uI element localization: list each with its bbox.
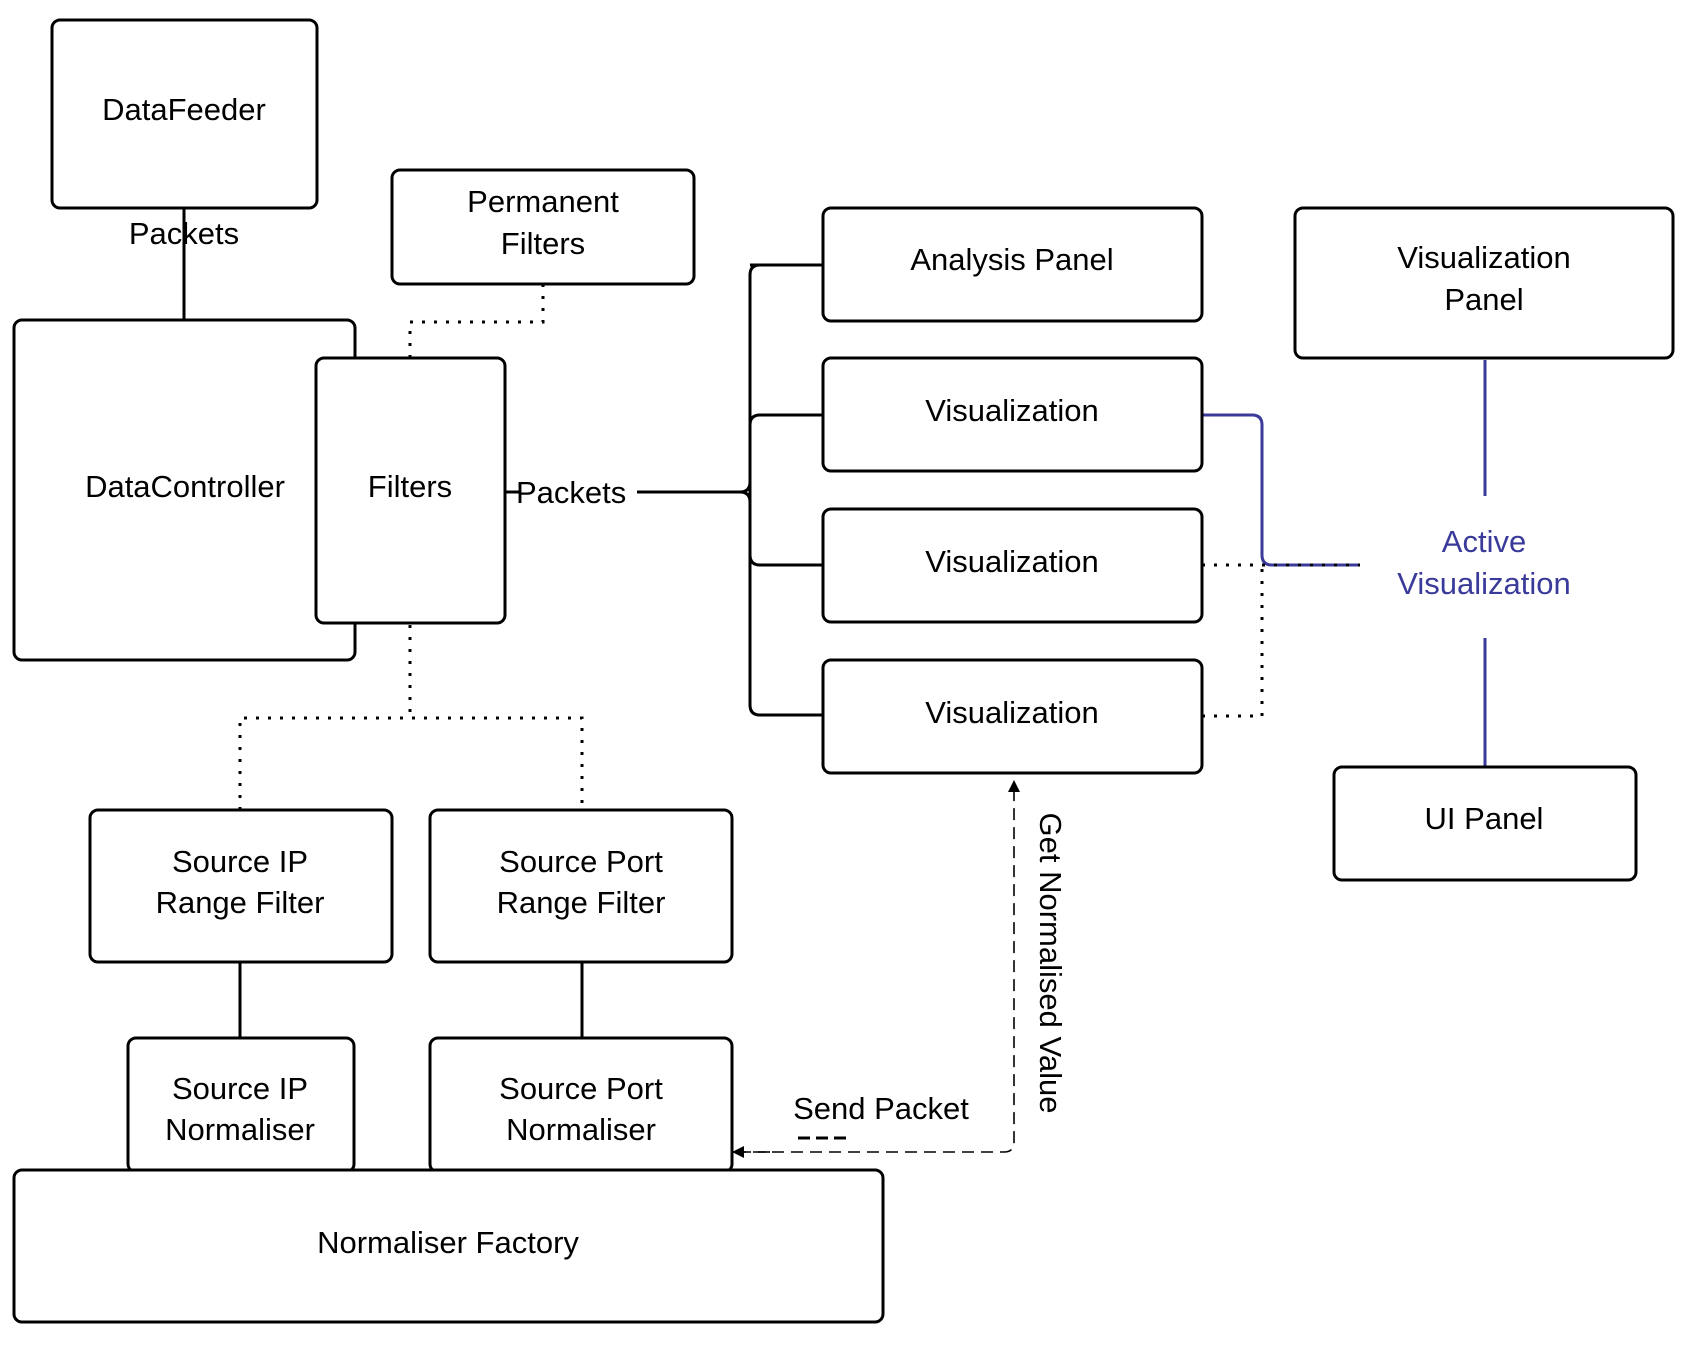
source-ip-range-filter-label-line1: Source IP: [172, 844, 308, 879]
edge-range-filters-branch: [238, 716, 584, 810]
visualization-1-box: [821, 356, 1204, 473]
visualization-1-label: Visualization: [925, 393, 1098, 428]
source-port-range-filter-label-line2: Range Filter: [497, 885, 666, 920]
feeder-packets-label: Packets: [129, 216, 239, 251]
normaliser-factory-box: [12, 1168, 885, 1324]
edge-active-visualization-dotted-2: [1202, 565, 1264, 718]
source-ip-normaliser-label-line1: Source IP: [172, 1071, 308, 1106]
visualization-3-label: Visualization: [925, 695, 1098, 730]
visualization-2-label: Visualization: [925, 544, 1098, 579]
send-packet-label: Send Packet: [793, 1091, 969, 1126]
edge-permanent-filters: [408, 284, 545, 358]
source-ip-normaliser-label-line2: Normaliser: [165, 1112, 315, 1147]
source-port-range-filter-box: [428, 808, 734, 964]
normaliser-factory-label: Normaliser Factory: [317, 1225, 579, 1260]
visualization-panel-box: [1293, 206, 1675, 360]
ui-panel-label: UI Panel: [1425, 801, 1544, 836]
output-bus: [739, 263, 823, 717]
filters-packets-label: Packets: [516, 475, 626, 510]
source-port-normaliser-label-line1: Source Port: [499, 1071, 663, 1106]
analysis-panel-box: [821, 206, 1204, 323]
permanent-filters-label-line1: Permanent: [467, 184, 619, 219]
source-port-normaliser-label-line2: Normaliser: [506, 1112, 656, 1147]
filters-label: Filters: [368, 469, 452, 504]
get-normalised-value-label: Get Normalised Value: [1033, 813, 1068, 1114]
data-controller-label: DataController: [85, 469, 285, 504]
active-visualization-label-line2: Visualization: [1397, 566, 1570, 601]
permanent-filters-box: [390, 168, 696, 286]
active-visualization-label-line1: Active: [1442, 524, 1526, 559]
permanent-filters-label-line2: Filters: [501, 226, 585, 261]
visualization-3-box: [821, 658, 1204, 775]
visualization-2-box: [821, 507, 1204, 624]
analysis-panel-label: Analysis Panel: [910, 242, 1113, 277]
source-ip-range-filter-label-line2: Range Filter: [156, 885, 325, 920]
source-ip-range-filter-box: [88, 808, 394, 964]
edge-get-normalised-value: [734, 780, 1020, 1153]
visualization-panel-label-line1: Visualization: [1397, 240, 1570, 275]
edge-active-visualization-solid: [1202, 413, 1360, 567]
data-feeder-label: DataFeeder: [102, 92, 266, 127]
source-port-range-filter-label-line1: Source Port: [499, 844, 663, 879]
data-feeder-box: [50, 18, 319, 210]
visualization-panel-label-line2: Panel: [1444, 282, 1523, 317]
ui-panel-box: [1332, 765, 1638, 882]
filters-box: [314, 356, 507, 625]
